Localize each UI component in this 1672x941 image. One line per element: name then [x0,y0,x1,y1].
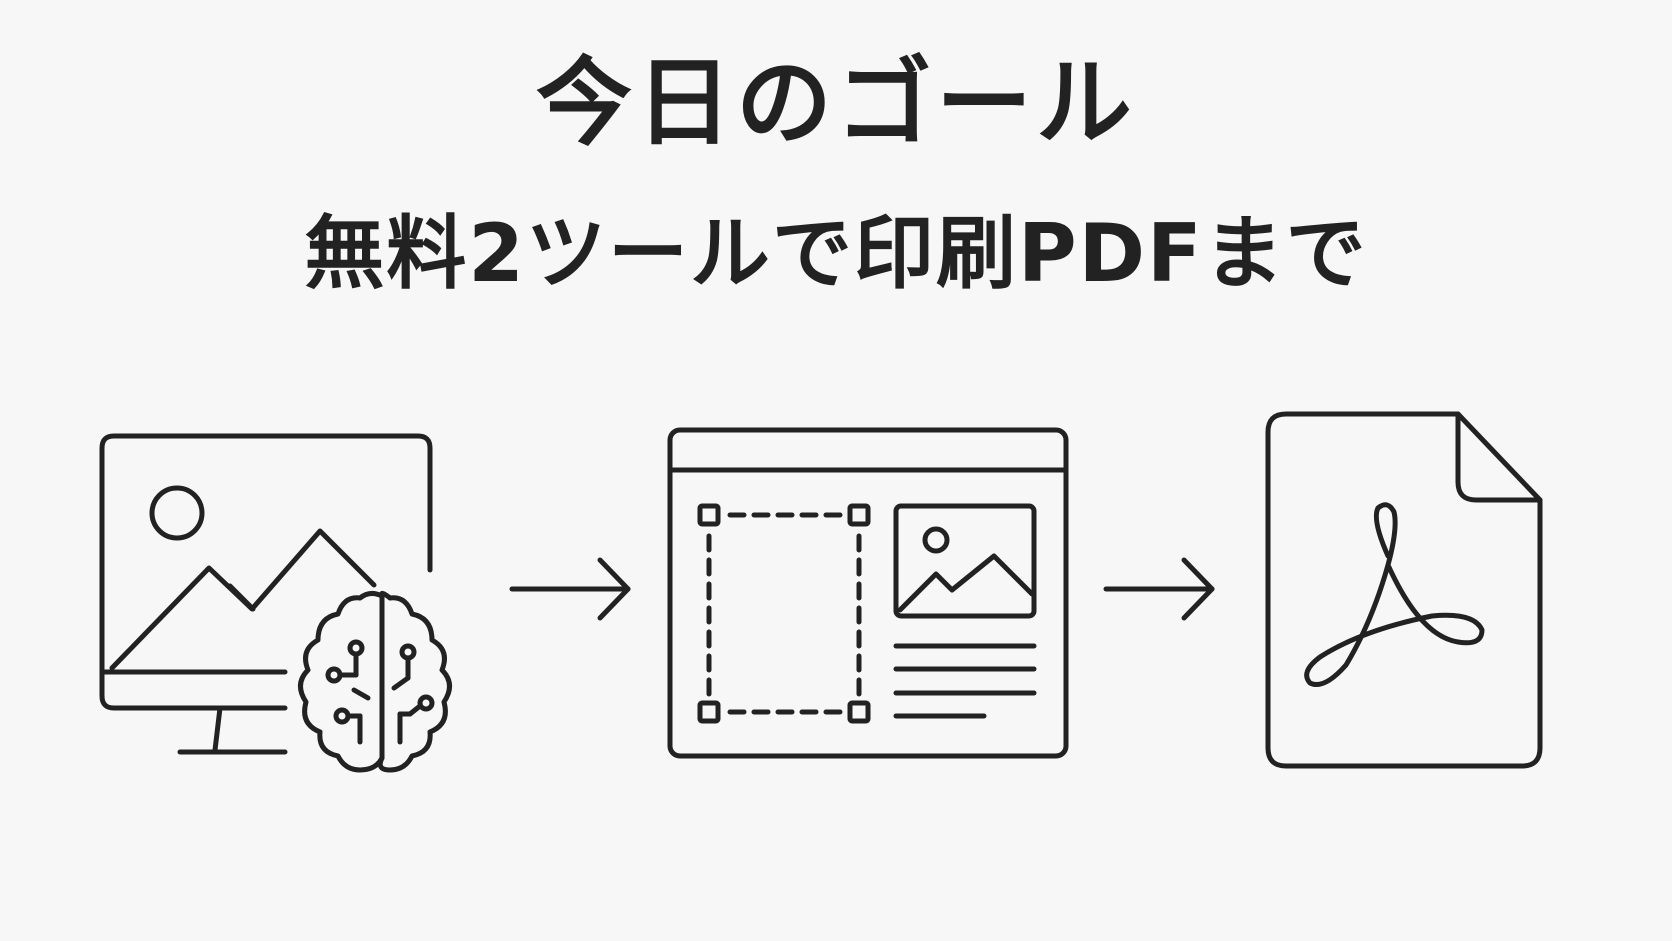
right-arrow-icon [1103,557,1215,621]
monitor-icon [99,433,433,755]
acrobat-logo-icon [1304,502,1485,687]
slide-subtitle: 無料2ツールで印刷PDFまで [304,207,1368,300]
ai-image-monitor-icon [99,433,452,773]
right-arrow-icon [509,557,631,621]
slide-title: 今日のゴール [536,47,1136,159]
page-layout-icon [667,427,1069,759]
mountain-image-icon [109,485,377,671]
brain-icon [298,590,452,773]
pdf-file-icon [1265,411,1543,769]
